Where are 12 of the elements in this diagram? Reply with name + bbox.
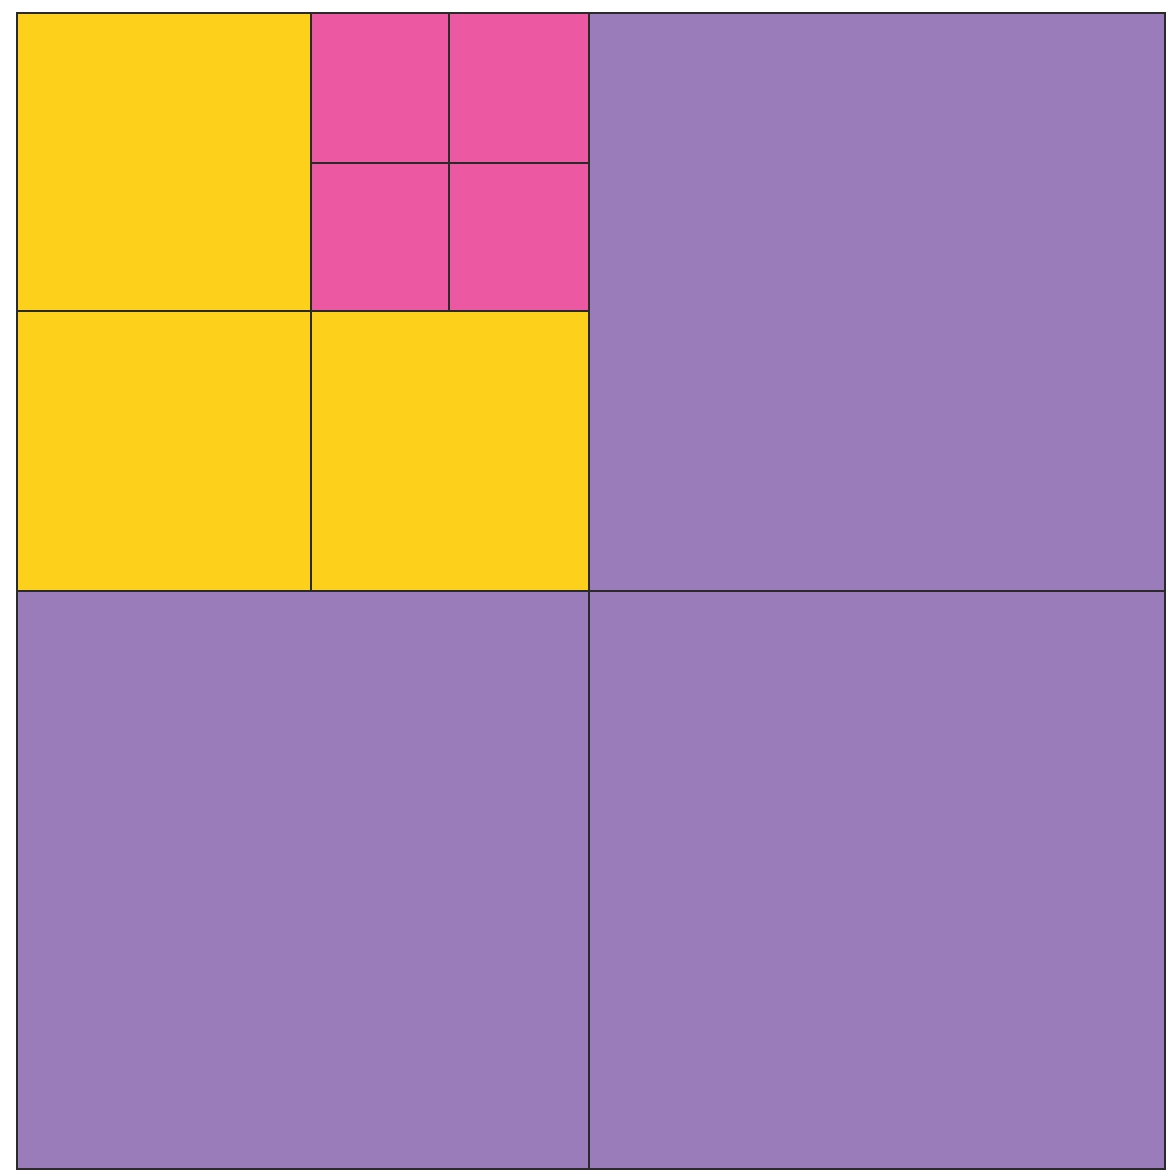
square-tile [448,12,590,164]
square-tile [588,590,1166,1170]
square-tile [16,12,312,312]
square-tile [310,310,590,592]
quadrant-block [16,12,590,592]
square-tile [310,162,450,312]
square-tile [16,590,590,1170]
square-tile [448,162,590,312]
square-tile [310,12,450,164]
square-tile [16,310,312,592]
square-tile [588,12,1166,592]
quadrant-block [310,12,590,312]
